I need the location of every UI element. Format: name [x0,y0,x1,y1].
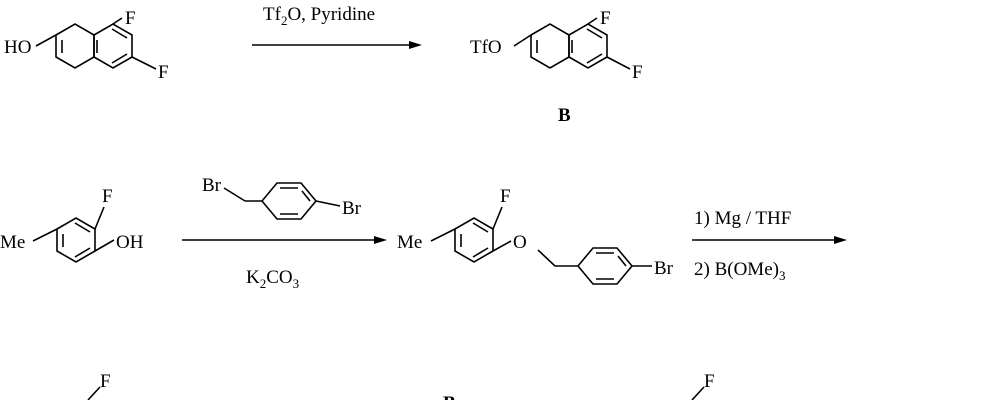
double-bond [74,247,91,258]
double-bond [617,255,627,267]
methyl-label: Me [0,232,25,253]
double-bond [74,222,91,233]
bromo-label: Br [202,175,222,196]
bond-o-ch2 [537,249,556,267]
bond-me [430,228,456,242]
hydroxy-label: HO [4,37,31,58]
bond-tfo [513,34,532,47]
bond-f [691,386,705,400]
fluoro-label: F [125,8,136,29]
reagent-label: Tf2O, Pyridine [263,4,375,28]
compound-label-b: B [443,393,456,400]
arrow-head [409,41,422,49]
bond-f1 [587,17,598,25]
bond-f1 [112,17,123,25]
bond-f [94,206,105,230]
row3-partial-structures: F B F [87,371,715,400]
fluoro-label: F [500,186,511,207]
fluoro-label: F [100,371,111,392]
bond-f2 [131,56,157,70]
methyl-label: Me [397,232,422,253]
double-bond [111,28,128,39]
bond-f [492,206,503,230]
product-benzyl-ether: Me F O Br [397,186,674,285]
compound-label-b: B [558,105,571,126]
bond-me [32,228,58,242]
double-bond [472,222,489,233]
reactant-fluoromethylphenol: Me F OH [0,186,144,263]
naphthalene-ring-right [93,23,133,69]
fluoro-label: F [158,62,169,83]
reaction-arrow-step1: Tf2O, Pyridine [252,4,422,49]
reagent-label-1: 1) Mg / THF [694,208,791,229]
bond-br-para [315,200,341,207]
fluoro-label: F [632,62,643,83]
fluoro-label: F [102,186,113,207]
double-bond [586,28,603,39]
bond-f [87,386,101,400]
double-bond [301,190,311,202]
bond-f2 [606,56,631,70]
bond-ho [35,34,57,47]
reagent-label-2: 2) B(OMe)3 [694,259,785,283]
base-label: K2CO3 [246,267,299,291]
double-bond [111,53,128,64]
bromo-label: Br [342,198,362,219]
double-bond [586,53,603,64]
bond-oh [94,239,115,252]
arrow-head [374,236,387,244]
bond-ch2br [223,187,246,202]
fluoro-label: F [704,371,715,392]
naphthalene-ring-right [568,23,608,69]
fluoro-label: F [600,8,611,29]
double-bond [472,247,489,258]
bond-o-aryl [492,240,512,252]
arrow-head [834,236,847,244]
reaction-arrow-step2: K2CO3 [182,236,387,291]
reagent-bromobenzyl-bromide: Br Br [202,175,362,220]
hydroxy-label: OH [116,232,144,253]
product-triflate-b: TfO F F B [470,8,643,126]
reactant-difluoronaphthol: HO F F [4,8,169,83]
triflate-label: TfO [470,37,502,58]
reaction-arrow-step3: 1) Mg / THF 2) B(OMe)3 [692,208,847,283]
ether-oxygen-label: O [513,232,527,253]
bromo-label: Br [654,258,674,279]
